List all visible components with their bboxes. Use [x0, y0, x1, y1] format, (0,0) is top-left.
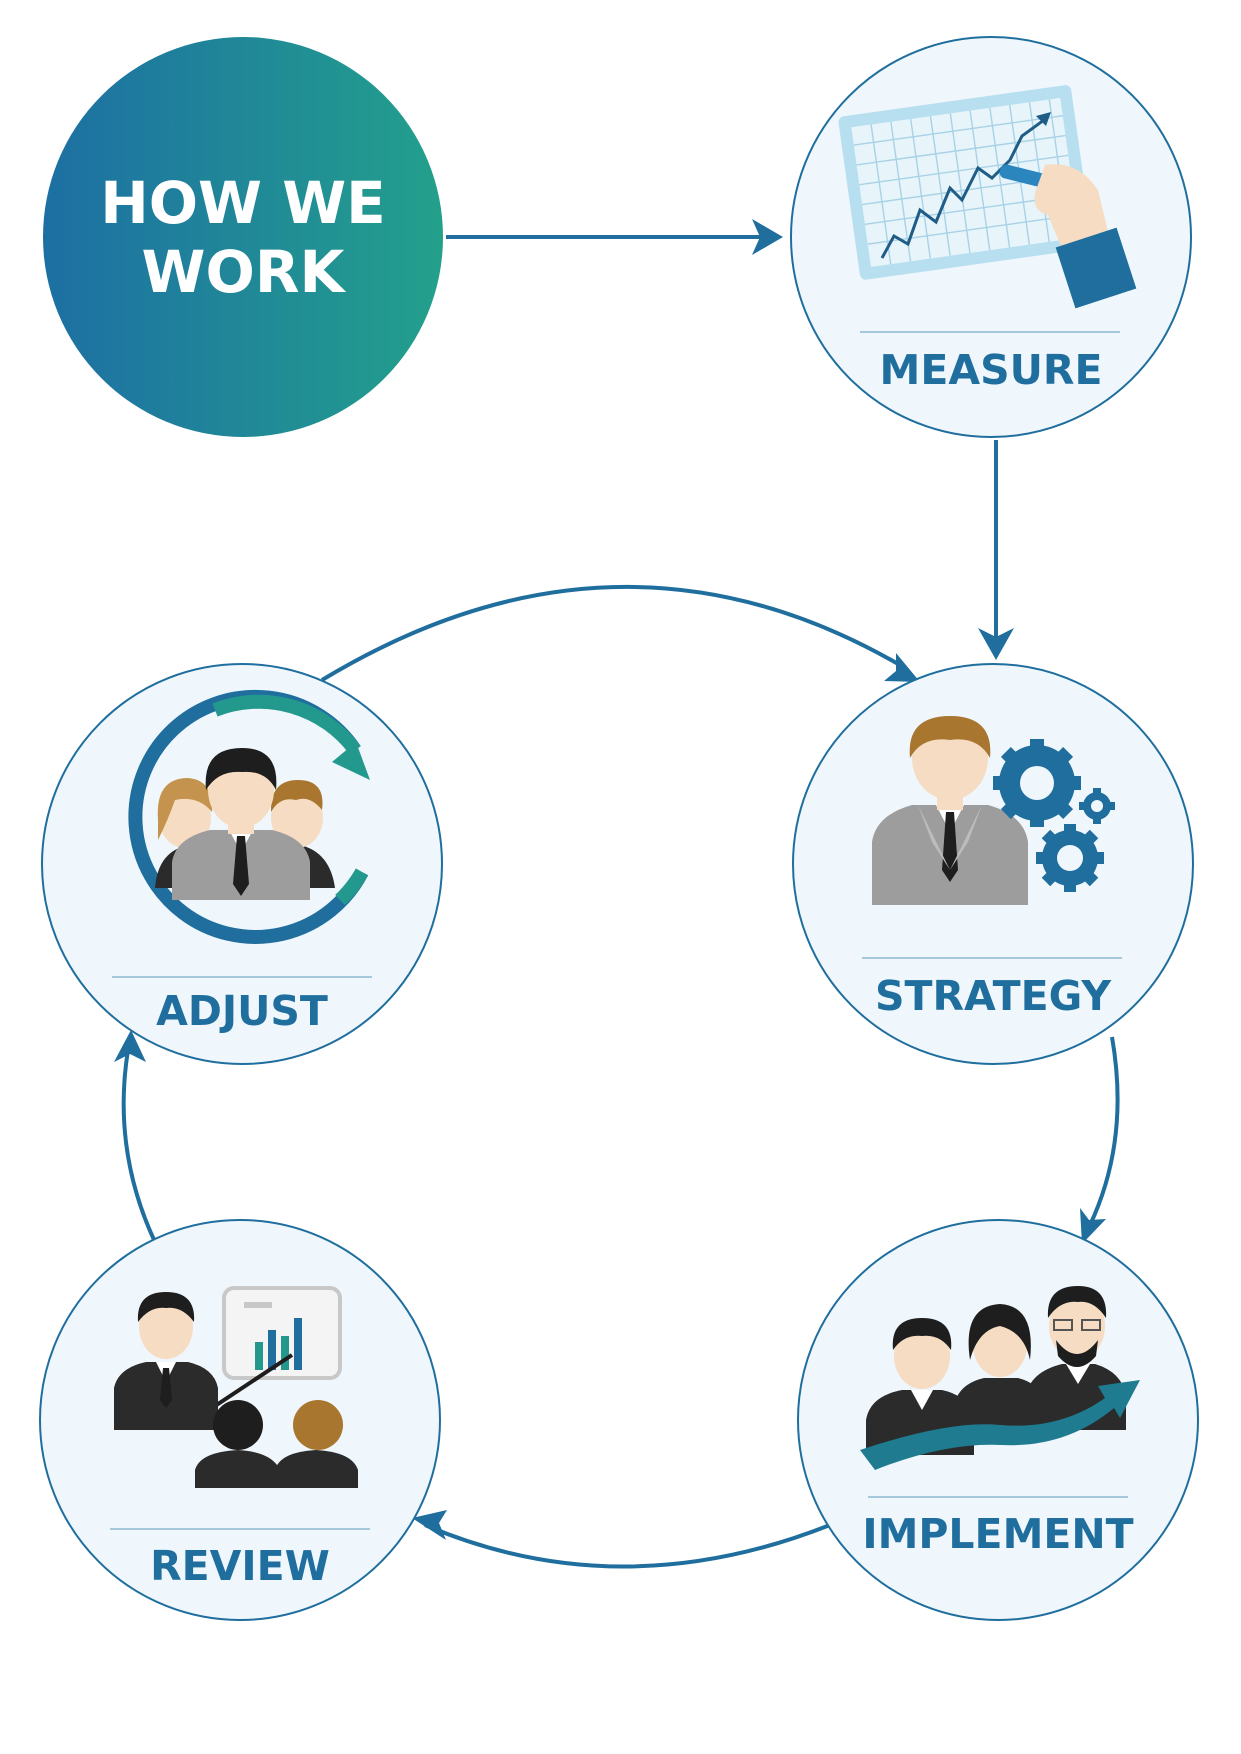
- arrowheads: [114, 219, 1106, 1540]
- hero-circle: HOW WE WORK: [43, 37, 443, 437]
- hero-title-line1: HOW WE: [100, 169, 386, 237]
- arrowhead-strategy-icon: [884, 653, 920, 682]
- step-label-implement: IMPLEMENT: [862, 1510, 1133, 1558]
- connector-strategy-to-implement: [1088, 1036, 1120, 1226]
- hero-title-line2: WORK: [142, 238, 347, 306]
- arrowhead-right-icon: [752, 219, 783, 255]
- connector-review-to-adjust: [121, 1049, 157, 1243]
- step-adjust: ADJUST: [41, 663, 443, 1065]
- connector-adjust-to-strategy: [320, 585, 907, 682]
- arrowhead-adjust-icon: [114, 1030, 146, 1062]
- step-label-review: REVIEW: [150, 1542, 330, 1590]
- businessman-gears-icon: [872, 716, 1115, 905]
- team-refresh-cycle-icon: [128, 689, 370, 944]
- team-growth-arrow-icon: [860, 1286, 1140, 1470]
- hero-circle-shape: [43, 37, 443, 437]
- connector-implement-to-review: [424, 1523, 831, 1569]
- step-review: REVIEW: [39, 1219, 441, 1621]
- arrowhead-down-icon: [978, 628, 1014, 660]
- step-label-strategy: STRATEGY: [875, 972, 1112, 1020]
- presentation-icon: [114, 1286, 358, 1488]
- chart-drawing-icon: [838, 85, 1137, 309]
- flow-connectors: [121, 235, 1120, 1569]
- arrowhead-implement-icon: [1080, 1208, 1106, 1244]
- step-measure: MEASURE: [790, 36, 1192, 438]
- arrowhead-review-icon: [412, 1510, 447, 1540]
- step-label-adjust: ADJUST: [156, 987, 328, 1035]
- step-strategy: STRATEGY: [792, 663, 1194, 1065]
- step-implement: IMPLEMENT: [797, 1219, 1199, 1621]
- step-label-measure: MEASURE: [880, 346, 1103, 394]
